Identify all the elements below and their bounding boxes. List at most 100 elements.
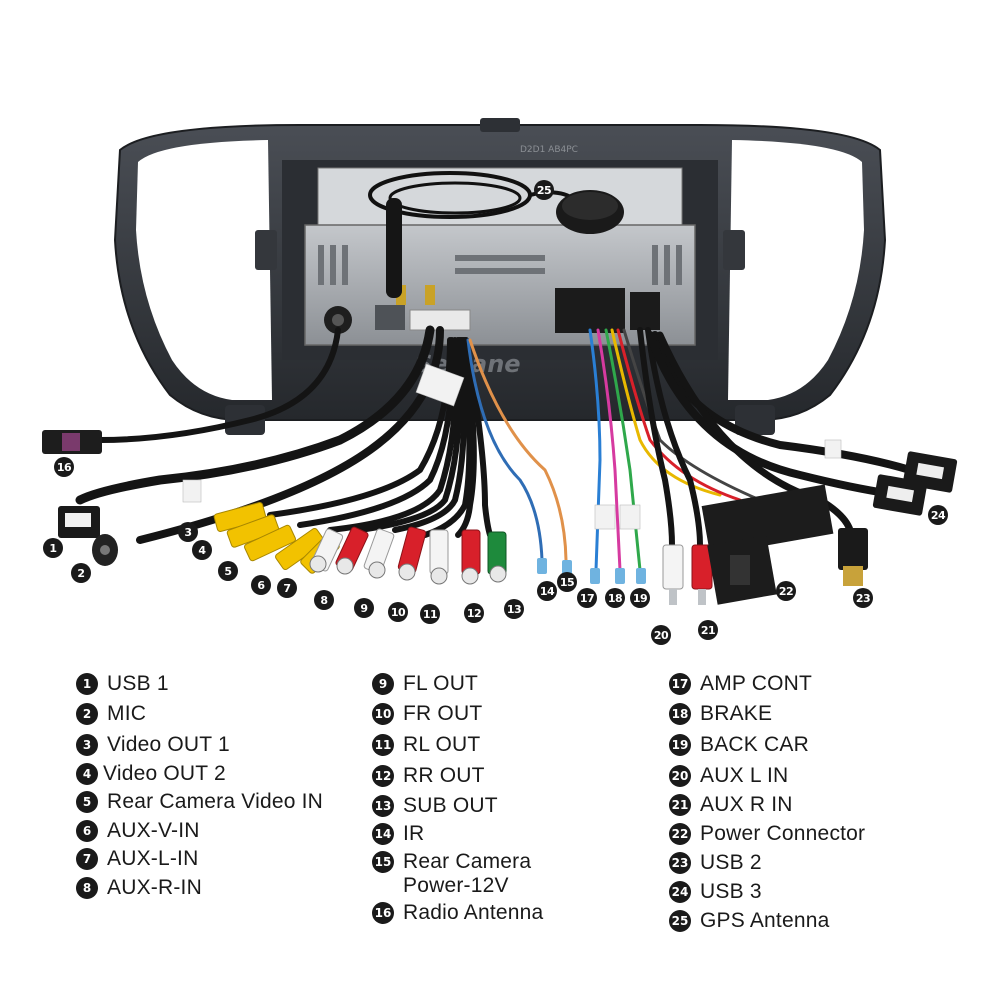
legend-item: 14 IR: [372, 822, 543, 850]
callout-badge: 4: [192, 540, 212, 560]
legend-column-3: 17 AMP CONT 18 BRAKE 19 BACK CAR 20 AUX L IN…: [669, 672, 865, 938]
callout-badge: 19: [630, 588, 650, 608]
callout-badge: 14: [537, 581, 557, 601]
wire-terminals: [537, 558, 646, 584]
legend-label: AUX-R-IN: [107, 876, 202, 899]
wiring-diagram: D2D1 AB4PC Seicane: [42, 118, 958, 645]
legend-number-badge: 10: [372, 703, 394, 725]
legend-item: 7 AUX-L-IN: [76, 847, 323, 876]
legend-number-badge: 18: [669, 703, 691, 725]
legend-label: Video OUT 1: [107, 733, 230, 756]
usb2-connector: [838, 528, 868, 586]
legend-label: USB 2: [700, 851, 762, 874]
legend-item: 12 RR OUT: [372, 764, 543, 794]
legend-number-badge: 22: [669, 823, 691, 845]
callout-badge: 18: [605, 588, 625, 608]
legend-number-badge: 25: [669, 910, 691, 932]
legend-label: Rear Camera Video IN: [107, 790, 324, 813]
callout-badge: 22: [776, 581, 796, 601]
legend-number-badge: 15: [372, 851, 394, 873]
legend-item: 25 GPS Antenna: [669, 909, 865, 938]
legend-label: AUX-V-IN: [107, 819, 200, 842]
legend-label: GPS Antenna: [700, 909, 830, 932]
legend-item: 20 AUX L IN: [669, 764, 865, 793]
callout-badge: 13: [504, 599, 524, 619]
callout-badge: 16: [54, 457, 74, 477]
aux-lr-rca: [662, 544, 713, 605]
head-unit-illustration: D2D1 AB4PC Seicane: [42, 118, 958, 605]
callout-badge: 23: [853, 588, 873, 608]
legend-label: USB 1: [107, 672, 169, 695]
legend-number-badge: 17: [669, 673, 691, 695]
callout-badge: 1: [43, 538, 63, 558]
callout-badge: 6: [251, 575, 271, 595]
legend-number-badge: 13: [372, 795, 394, 817]
legend-label: BRAKE: [700, 702, 773, 725]
legend-number-badge: 19: [669, 734, 691, 756]
legend-label: MIC: [107, 702, 147, 725]
legend-number-badge: 7: [76, 848, 98, 870]
callout-badge: 12: [464, 603, 484, 623]
callout-badge: 21: [698, 620, 718, 640]
callout-badge: 8: [314, 590, 334, 610]
metal-chassis: [304, 167, 696, 346]
legend-label: AMP CONT: [700, 672, 813, 695]
legend-label: Rear Camera Power-12V: [403, 850, 532, 897]
callout-badge: 25: [534, 180, 554, 200]
callout-badge: 11: [420, 604, 440, 624]
legend-label: IR: [403, 822, 425, 845]
callout-badge: 15: [557, 572, 577, 592]
legend-label: USB 3: [700, 880, 762, 903]
legend-number-badge: 14: [372, 823, 394, 845]
legend-item: 3 Video OUT 1: [76, 733, 323, 762]
legend-label: AUX-L-IN: [107, 847, 199, 870]
callout-badge: 24: [928, 505, 948, 525]
usb3-connector: [872, 451, 958, 516]
legend-item: 17 AMP CONT: [669, 672, 865, 702]
callout-badge: 7: [277, 578, 297, 598]
legend-label: Video OUT 2: [103, 762, 226, 785]
legend-label: SUB OUT: [403, 794, 498, 817]
legend-number-badge: 20: [669, 765, 691, 787]
cable-harness: [75, 325, 914, 572]
legend-item: 10 FR OUT: [372, 702, 543, 733]
callout-badge: 20: [651, 625, 671, 645]
legend-item: 8 AUX-R-IN: [76, 876, 323, 905]
callout-badge: 5: [218, 561, 238, 581]
bracket-text: D2D1 AB4PC: [520, 145, 578, 155]
radio-antenna-plug: [42, 430, 102, 454]
legend-number-badge: 12: [372, 765, 394, 787]
legend-label: RR OUT: [403, 764, 485, 787]
legend-label: FL OUT: [403, 672, 479, 695]
legend-label: AUX L IN: [700, 764, 789, 787]
legend-label: Radio Antenna: [403, 901, 544, 924]
legend-item: 22 Power Connector: [669, 822, 865, 851]
mic-jack: [92, 534, 118, 566]
legend-item: 19 BACK CAR: [669, 733, 865, 764]
legend-number-badge: 3: [76, 734, 98, 756]
gps-antenna: [368, 171, 624, 234]
callout-badge: 3: [178, 522, 198, 542]
legend-number-badge: 8: [76, 877, 98, 899]
legend-label: FR OUT: [403, 702, 483, 725]
callout-badge: 9: [354, 598, 374, 618]
legend-label: BACK CAR: [700, 733, 809, 756]
power-connector: [701, 484, 834, 605]
legend-number-badge: 5: [76, 791, 98, 813]
legend-item: 9 FL OUT: [372, 672, 543, 702]
callout-badge: 2: [71, 563, 91, 583]
legend-item: 18 BRAKE: [669, 702, 865, 733]
legend-number-badge: 9: [372, 673, 394, 695]
legend-label: Power Connector: [700, 822, 866, 845]
legend-number-badge: 24: [669, 881, 691, 903]
